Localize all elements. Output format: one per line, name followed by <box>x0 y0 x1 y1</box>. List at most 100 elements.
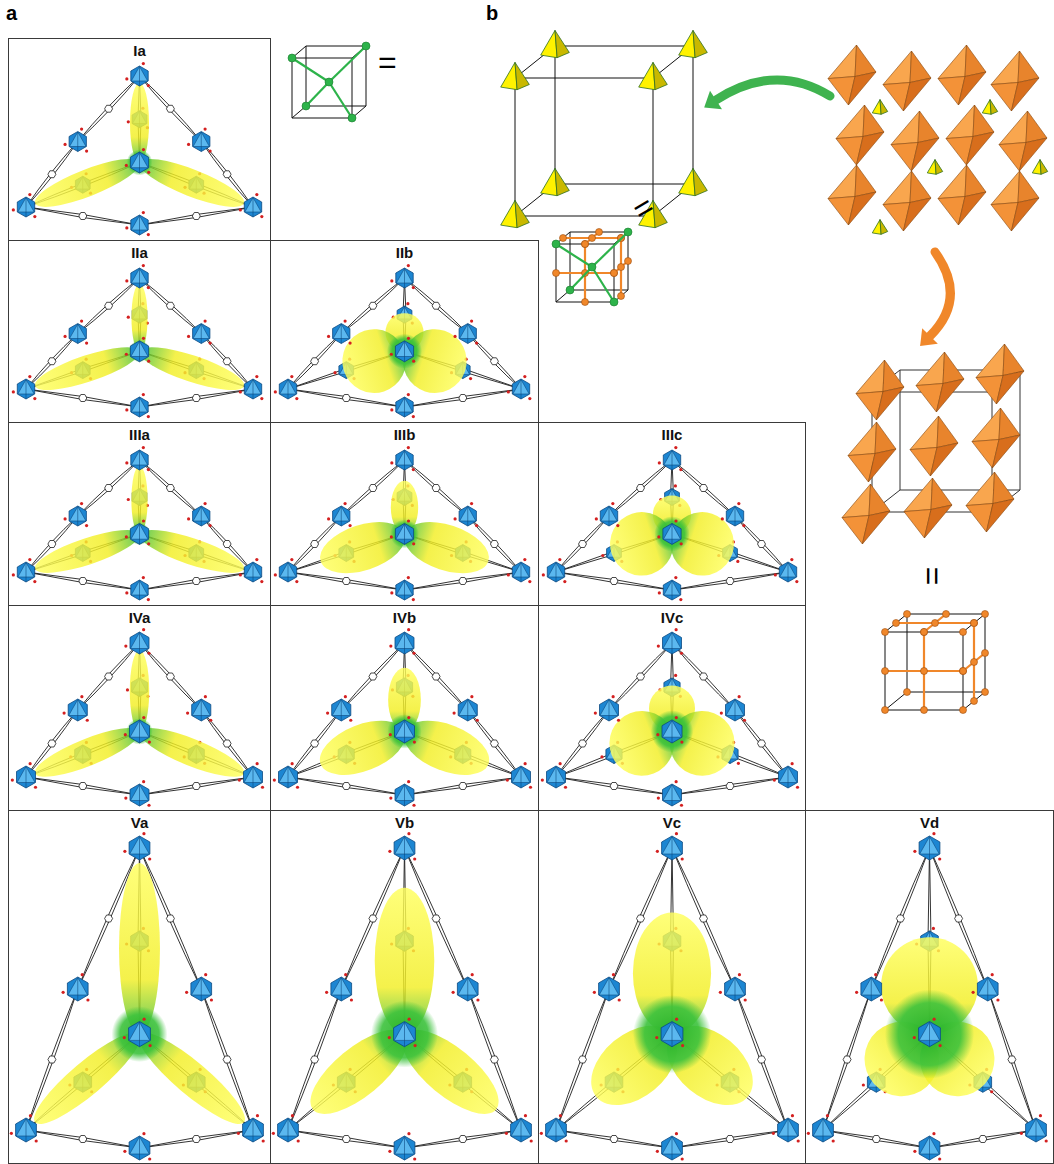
structure-label: IIa <box>9 244 270 262</box>
metal-cluster <box>389 780 415 807</box>
panel-letter: a <box>6 3 17 23</box>
artwork <box>10 30 1048 1160</box>
metal-cluster <box>807 1114 835 1143</box>
tetrahedra-packing <box>501 30 708 227</box>
metal-cluster <box>452 973 480 1002</box>
metal-cluster <box>719 973 747 1002</box>
structure-panel: Vc <box>538 810 806 1164</box>
metal-cluster <box>123 832 151 861</box>
metal-cluster <box>237 1114 265 1143</box>
structure-label: Vc <box>539 814 805 832</box>
metal-cluster <box>124 628 150 655</box>
structure-label: Vd <box>806 814 1053 832</box>
metal-cluster <box>913 832 941 861</box>
metal-cluster <box>238 762 264 789</box>
metal-cluster <box>721 502 746 527</box>
cage-structure <box>12 264 264 418</box>
pore-lobe <box>25 1022 151 1135</box>
metal-cluster <box>388 832 416 861</box>
cage-structure <box>541 628 799 807</box>
structure-label: IIIb <box>271 426 538 444</box>
metal-cluster <box>185 973 213 1002</box>
metal-cluster <box>720 695 746 722</box>
pore-lobe <box>31 339 144 399</box>
metal-cluster <box>595 502 620 527</box>
metal-cluster <box>125 211 150 236</box>
metal-cluster <box>10 1114 38 1143</box>
metal-cluster <box>125 519 151 545</box>
structure-panel: Ia <box>8 38 271 241</box>
metal-cluster <box>62 973 90 1002</box>
metal-cluster <box>274 375 299 400</box>
metal-cluster <box>62 695 88 722</box>
structure-panel: Vb <box>270 810 539 1164</box>
metal-cluster <box>11 762 37 789</box>
structure-panel: IVb <box>270 605 539 811</box>
metal-cluster <box>540 1114 568 1143</box>
metal-cluster <box>656 716 683 744</box>
metal-cluster <box>124 780 150 807</box>
equals-sign: = <box>917 567 949 586</box>
metal-cluster <box>187 127 212 152</box>
octahedra-cluster <box>842 344 1024 544</box>
metal-cluster <box>542 558 567 583</box>
panel-letter: b <box>486 3 498 23</box>
metal-cluster <box>657 780 683 807</box>
metal-cluster <box>125 393 150 418</box>
metal-cluster <box>390 337 416 363</box>
metal-cluster <box>187 319 212 344</box>
metal-cluster <box>913 1132 941 1161</box>
pore-lobe <box>135 339 248 399</box>
structure-label: IVa <box>9 609 270 627</box>
metal-cluster <box>453 319 478 344</box>
pore-lobe <box>129 1022 255 1135</box>
structure-panel: IIb <box>270 240 539 423</box>
metal-cluster <box>125 62 150 87</box>
dual-net-cube <box>552 228 632 306</box>
metal-cluster <box>239 375 264 400</box>
cage-structure <box>274 446 532 601</box>
cage-structure <box>12 446 264 601</box>
metal-cluster <box>507 375 532 400</box>
metal-cluster <box>390 446 415 471</box>
structure-panel: Va <box>8 810 271 1164</box>
metal-cluster <box>390 264 415 289</box>
metal-cluster <box>325 973 353 1002</box>
metal-cluster <box>186 695 212 722</box>
cage-structure <box>274 264 532 418</box>
metal-cluster <box>12 558 37 583</box>
structure-label: IVc <box>539 609 805 627</box>
metal-cluster <box>125 576 150 601</box>
metal-cluster <box>657 628 683 655</box>
metal-cluster <box>541 762 567 789</box>
metal-cluster <box>453 502 478 527</box>
metal-cluster <box>389 716 416 744</box>
cage-structure <box>272 832 533 1161</box>
metal-cluster <box>63 319 88 344</box>
metal-cluster <box>506 762 532 789</box>
metal-cluster <box>272 1114 300 1143</box>
metal-cluster <box>388 1132 416 1161</box>
metal-cluster <box>388 1018 417 1048</box>
dia-net-cube <box>288 42 370 122</box>
pore-lobe <box>135 521 248 581</box>
metal-cluster <box>124 716 151 744</box>
metal-cluster <box>657 519 683 545</box>
cage-structure <box>540 832 800 1161</box>
metal-cluster <box>12 375 37 400</box>
structure-panel: IIIb <box>270 422 539 606</box>
metal-cluster <box>658 446 683 471</box>
metal-cluster <box>125 337 151 363</box>
metal-cluster <box>187 502 212 527</box>
cage-structure <box>10 832 265 1161</box>
structure-label: IIIa <box>9 426 270 444</box>
metal-cluster <box>655 1018 684 1048</box>
metal-cluster <box>390 393 415 418</box>
metal-cluster <box>1020 1114 1048 1143</box>
metal-cluster <box>773 762 799 789</box>
metal-cluster <box>273 762 299 789</box>
structure-panel: IIIa <box>8 422 271 606</box>
metal-cluster <box>239 558 264 583</box>
cage-structure <box>807 832 1048 1161</box>
